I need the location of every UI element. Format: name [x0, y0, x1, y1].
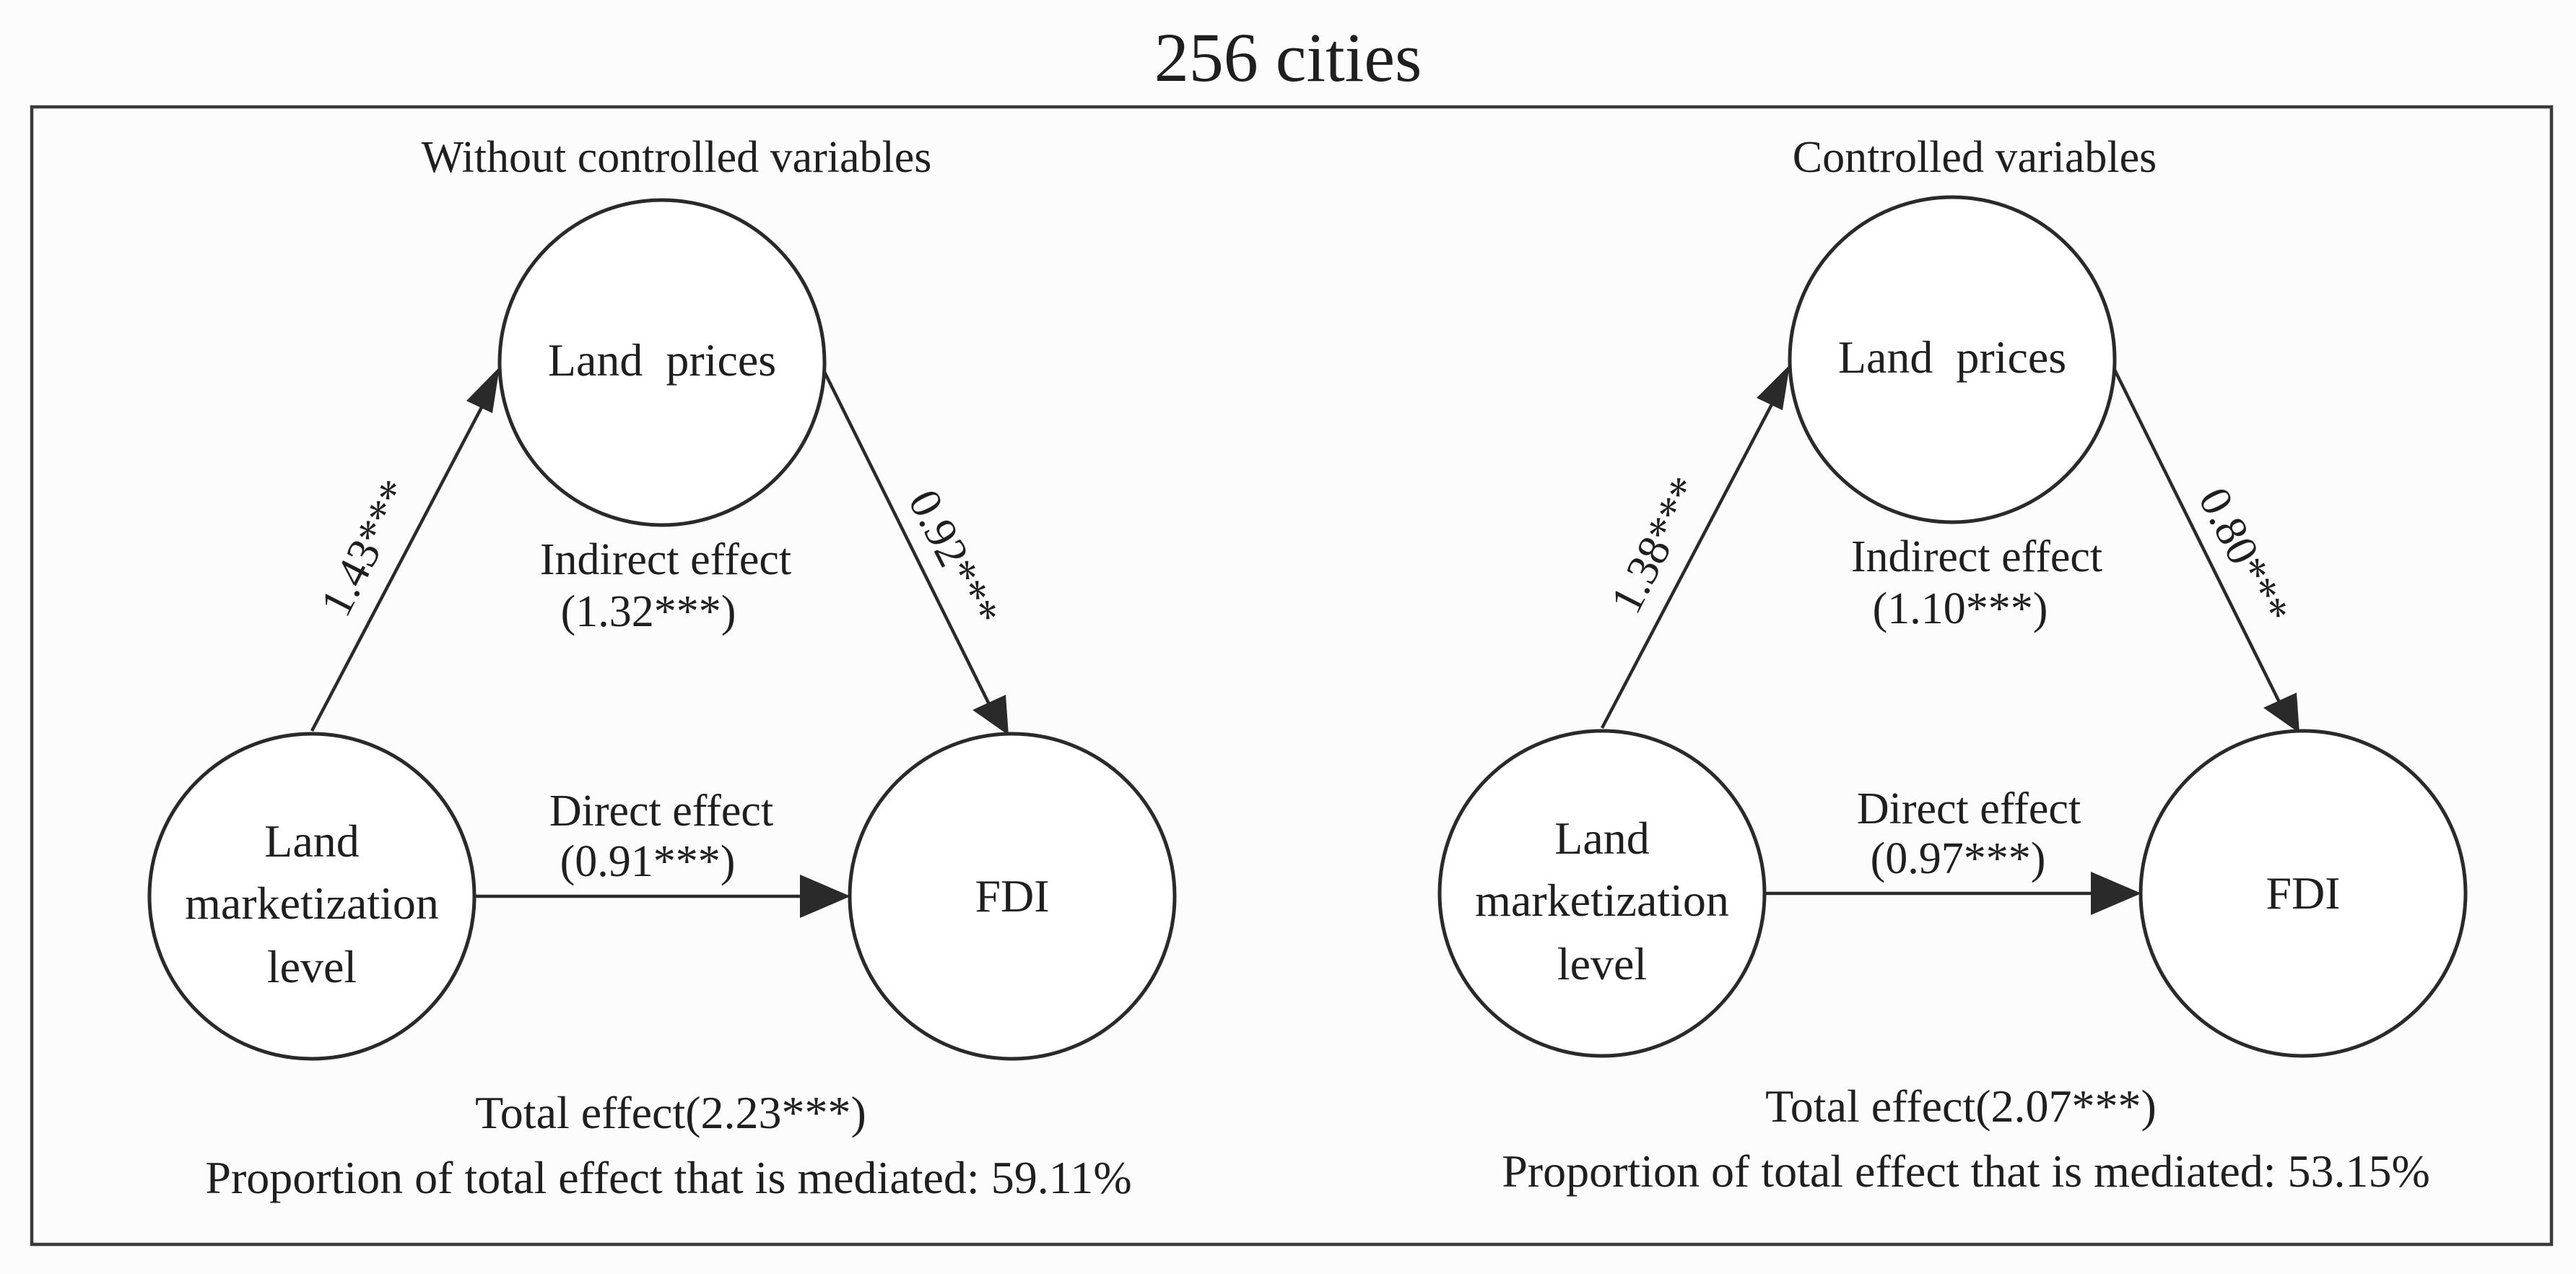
- direct-effect-value: (0.91***): [560, 837, 736, 886]
- path-a-arrow: [1601, 389, 1780, 729]
- mediated-proportion: Proportion of total effect that is media…: [205, 1152, 1131, 1203]
- path-a-arrowhead: [466, 367, 500, 413]
- figure-title: 256 cities: [1154, 19, 1422, 96]
- independent-label-line-2: marketization: [1475, 875, 1729, 926]
- panel-heading: Controlled variables: [1793, 133, 2157, 182]
- path-a-arrow: [310, 392, 490, 732]
- indirect-effect-label: Indirect effect: [1851, 532, 2102, 581]
- dependent-label: FDI: [975, 870, 1049, 922]
- direct-effect-value: (0.97***): [1871, 834, 2046, 883]
- panel-heading: Without controlled variables: [422, 133, 932, 182]
- independent-node: [147, 732, 477, 1061]
- total-effect: Total effect(2.07***): [1765, 1080, 2157, 1132]
- mediator-label: Land prices: [1838, 332, 2066, 383]
- path-b-arrowhead: [2263, 693, 2299, 733]
- direct-effect-label: Direct effect: [1857, 784, 2081, 833]
- indirect-effect-value: (1.10***): [1873, 584, 2048, 633]
- indirect-effect-value: (1.32***): [561, 587, 736, 636]
- path-a-coefficient: 1.38***: [1601, 469, 1711, 621]
- independent-label-line-2: marketization: [185, 878, 439, 929]
- path-b-arrow: [2111, 366, 2281, 703]
- independent-label-line-3: level: [1557, 938, 1647, 989]
- path-a-arrowhead: [1757, 365, 1790, 410]
- dependent-node: [2138, 729, 2468, 1058]
- total-effect: Total effect(2.23***): [475, 1087, 866, 1138]
- dependent-node: [848, 732, 1177, 1061]
- independent-label-line-3: level: [267, 941, 357, 992]
- independent-node: [1437, 729, 1767, 1058]
- mediated-proportion: Proportion of total effect that is media…: [1502, 1145, 2430, 1197]
- direct-path-arrowhead: [2091, 872, 2141, 915]
- independent-label-line-1: Land: [264, 815, 360, 867]
- path-b-arrowhead: [972, 695, 1009, 735]
- mediator-node: [497, 198, 827, 527]
- independent-label-line-1: Land: [1554, 812, 1650, 864]
- panel-controlled: Controlled variables Land prices Land ma…: [1437, 133, 2468, 1197]
- path-b-arrow: [821, 368, 991, 705]
- path-a-coefficient: 1.43***: [311, 472, 421, 624]
- mediator-node: [1788, 195, 2117, 524]
- direct-path-arrowhead: [800, 875, 850, 918]
- mediator-label: Land prices: [548, 334, 776, 386]
- direct-effect-label: Direct effect: [549, 786, 773, 836]
- figure-frame: [30, 105, 2554, 1247]
- dependent-label: FDI: [2266, 867, 2340, 919]
- indirect-effect-label: Indirect effect: [540, 535, 791, 584]
- panel-without-controls: Without controlled variables Land prices…: [147, 133, 1177, 1203]
